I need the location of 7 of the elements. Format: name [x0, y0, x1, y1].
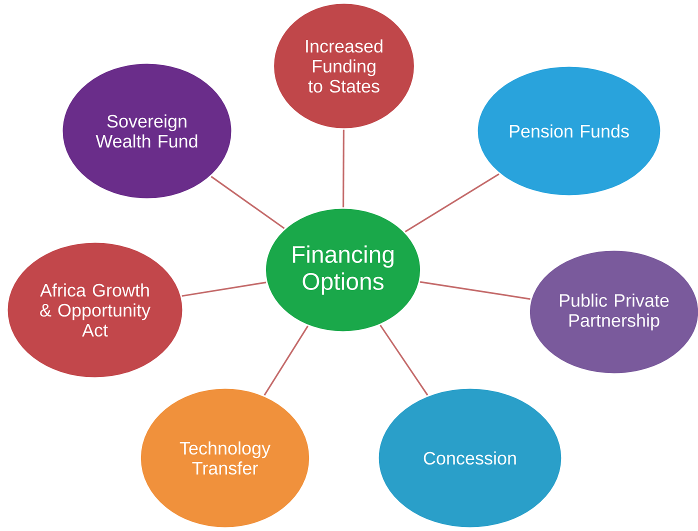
connector-line	[404, 173, 500, 232]
connector-line	[210, 176, 285, 229]
connector-line	[380, 324, 428, 396]
connector-line	[342, 130, 344, 208]
connector-line	[182, 282, 266, 297]
connector-line	[264, 326, 308, 396]
connector-line	[420, 281, 530, 300]
